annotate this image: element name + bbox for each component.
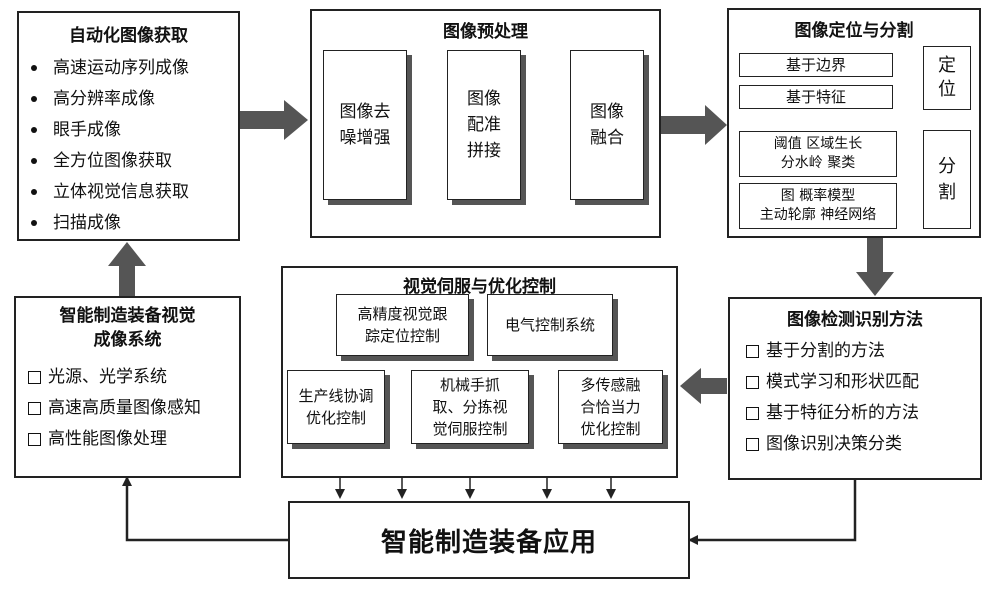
application-panel: 智能制造装备应用 [288, 501, 690, 579]
bullet-icon [31, 189, 37, 195]
checkbox-icon [746, 438, 759, 451]
list-item: 基于特征分析的方法 [746, 398, 919, 429]
vision-system-panel: 智能制造装备视觉 成像系统 光源、光学系统 高速高质量图像感知 高性能图像处理 [14, 296, 241, 478]
arrow-vision-to-acquisition [108, 242, 146, 296]
list-item: 高速运动序列成像 [19, 53, 189, 84]
preprocess-step-denoise: 图像去噪增强 [323, 50, 407, 200]
segment-method-model: 图 概率模型主动轮廓 神经网络 [739, 183, 897, 229]
locate-segment-title: 图像定位与分割 [794, 21, 914, 41]
list-item: 高性能图像处理 [28, 424, 201, 455]
locate-method-boundary: 基于边界 [739, 53, 893, 77]
checkbox-icon [746, 345, 759, 358]
segment-method-threshold: 阈值 区域生长分水岭 聚类 [739, 131, 897, 177]
servo-block-multisensor: 多传感融合恰当力优化控制 [558, 370, 663, 444]
acquisition-title: 自动化图像获取 [69, 26, 188, 46]
application-title: 智能制造装备应用 [380, 527, 597, 558]
list-item: 立体视觉信息获取 [19, 177, 189, 208]
preprocess-title: 图像预处理 [443, 22, 528, 42]
servo-block-manipulator: 机械手抓取、分拣视觉伺服控制 [411, 370, 529, 444]
checkbox-icon [746, 407, 759, 420]
checkbox-icon [28, 371, 41, 384]
list-item: 光源、光学系统 [28, 362, 201, 393]
list-item: 模式学习和形状匹配 [746, 367, 919, 398]
detection-panel: 图像检测识别方法 基于分割的方法 模式学习和形状匹配 基于特征分析的方法 图像识… [728, 297, 982, 480]
list-item: 基于分割的方法 [746, 336, 919, 367]
servo-block-tracking: 高精度视觉跟踪定位控制 [336, 294, 469, 356]
segment-label-box: 分割 [923, 130, 971, 229]
arrow-detection-to-servo [680, 368, 727, 404]
arrow-acquisition-to-preprocess [238, 100, 308, 140]
bullet-icon [31, 158, 37, 164]
list-item: 高速高质量图像感知 [28, 393, 201, 424]
checkbox-icon [746, 376, 759, 389]
detection-title: 图像检测识别方法 [787, 310, 923, 330]
acquisition-panel: 自动化图像获取 高速运动序列成像 高分辨率成像 眼手成像 全方位图像获取 立体视… [17, 11, 240, 241]
arrow-preprocess-to-locate [661, 105, 727, 145]
arrow-application-to-vision [122, 476, 288, 542]
bullet-icon [31, 96, 37, 102]
vision-system-title: 智能制造装备视觉 成像系统 [59, 306, 196, 350]
arrow-locate-to-detection [856, 238, 894, 296]
list-item: 眼手成像 [19, 115, 189, 146]
locate-method-feature: 基于特征 [739, 85, 893, 109]
servo-block-electrical: 电气控制系统 [487, 294, 613, 356]
preprocess-step-fusion: 图像融合 [570, 50, 644, 200]
vision-system-list: 光源、光学系统 高速高质量图像感知 高性能图像处理 [28, 362, 201, 455]
list-item: 扫描成像 [19, 208, 189, 239]
list-item: 全方位图像获取 [19, 146, 189, 177]
locate-label-box: 定位 [923, 46, 971, 110]
preprocess-step-registration: 图像配准拼接 [447, 50, 521, 200]
list-item: 图像识别决策分类 [746, 429, 919, 460]
servo-title: 视觉伺服与优化控制 [403, 277, 556, 297]
detection-list: 基于分割的方法 模式学习和形状匹配 基于特征分析的方法 图像识别决策分类 [746, 336, 919, 460]
servo-block-production: 生产线协调优化控制 [287, 370, 385, 444]
arrow-detection-to-application [688, 480, 857, 545]
bullet-icon [31, 127, 37, 133]
checkbox-icon [28, 433, 41, 446]
acquisition-list: 高速运动序列成像 高分辨率成像 眼手成像 全方位图像获取 立体视觉信息获取 扫描… [19, 53, 189, 239]
bullet-icon [31, 220, 37, 226]
bullet-icon [31, 65, 37, 71]
checkbox-icon [28, 402, 41, 415]
list-item: 高分辨率成像 [19, 84, 189, 115]
